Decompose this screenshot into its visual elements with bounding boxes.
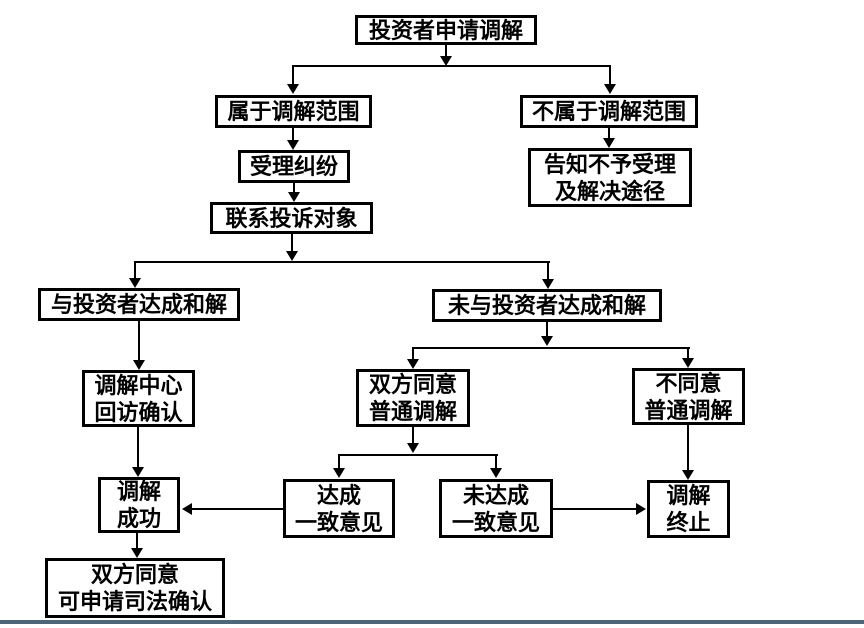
connector-to-consensus xyxy=(338,454,340,468)
node-within-scope: 属于调解范围 xyxy=(215,95,372,128)
arrowhead-down xyxy=(541,336,553,346)
footer-rule xyxy=(0,620,864,624)
node-contact-respondent: 联系投诉对象 xyxy=(210,202,373,234)
arrowhead-down xyxy=(287,140,299,150)
connector-to-success xyxy=(137,427,139,467)
node-no-consensus: 未达成 一致意见 xyxy=(439,479,553,538)
arrowhead-down xyxy=(129,278,141,288)
arrowhead-right xyxy=(636,503,646,515)
arrowhead-down xyxy=(407,359,419,369)
arrowhead-down xyxy=(682,470,694,480)
node-inform-rejection: 告知不予受理 及解决途径 xyxy=(528,148,692,207)
node-agree-ordinary-mediation: 双方同意 普通调解 xyxy=(356,369,470,427)
connector-contact-split-bar xyxy=(134,261,550,263)
arrowhead-down xyxy=(542,279,554,289)
arrowhead-down xyxy=(286,251,298,261)
node-no-settlement: 未与投资者达成和解 xyxy=(432,289,662,322)
connector-agree-stem xyxy=(412,427,414,443)
connector-to-no-consensus xyxy=(495,454,497,468)
connector-to-contact xyxy=(293,183,295,192)
node-consensus-reached: 达成 一致意见 xyxy=(283,479,395,538)
connector-agree-split-bar xyxy=(338,454,498,456)
connector-to-not-settled xyxy=(547,261,549,279)
connector-to-agree-mediation xyxy=(412,347,414,359)
connector-to-accept xyxy=(292,128,294,140)
connector-apply-stem xyxy=(445,45,447,56)
arrowhead-down xyxy=(604,84,616,94)
arrowhead-left xyxy=(182,503,192,515)
node-apply-mediation: 投资者申请调解 xyxy=(355,15,537,45)
connector-to-outside-scope xyxy=(609,65,611,84)
connector-contact-stem xyxy=(291,234,293,251)
node-accept-dispute: 受理纠纷 xyxy=(238,150,350,183)
arrowhead-down xyxy=(603,138,615,148)
arrowhead-down xyxy=(440,56,452,66)
arrowhead-down xyxy=(288,192,300,202)
connector-to-judicial xyxy=(136,533,138,548)
node-center-followup: 调解中心 回访确认 xyxy=(82,370,195,427)
arrowhead-down xyxy=(407,443,419,453)
arrowhead-down xyxy=(490,468,502,478)
connector-to-disagree-mediation xyxy=(687,347,689,358)
connector-to-terminate xyxy=(687,425,689,470)
arrowhead-down xyxy=(132,467,144,477)
connector-not-settled-split-bar xyxy=(412,347,690,349)
node-disagree-ordinary-mediation: 不同意 普通调解 xyxy=(632,368,745,425)
node-mediation-success: 调解 成功 xyxy=(98,477,180,533)
connector-not-settled-stem xyxy=(546,322,548,336)
connector-to-within-scope xyxy=(292,65,294,84)
arrowhead-down xyxy=(133,360,145,370)
arrowhead-down xyxy=(131,548,143,558)
connector-to-settled xyxy=(134,261,136,278)
connector-to-followup xyxy=(138,321,140,360)
connector-apply-split-bar xyxy=(292,65,611,67)
connector-to-inform xyxy=(608,128,610,138)
connector-consensus-to-success xyxy=(191,508,283,510)
node-outside-scope: 不属于调解范围 xyxy=(520,95,698,128)
node-settlement-reached: 与投资者达成和解 xyxy=(38,288,240,321)
arrowhead-down xyxy=(682,358,694,368)
connector-no-consensus-to-terminate xyxy=(553,508,637,510)
arrowhead-down xyxy=(333,468,345,478)
node-mediation-terminated: 调解 终止 xyxy=(647,480,730,538)
node-judicial-confirmation: 双方同意 可申请司法确认 xyxy=(45,558,225,618)
arrowhead-down xyxy=(287,84,299,94)
